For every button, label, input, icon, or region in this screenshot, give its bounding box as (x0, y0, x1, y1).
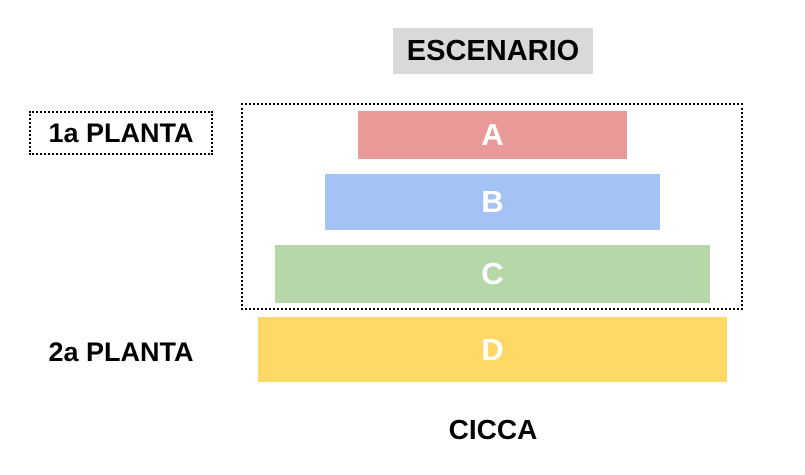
scenario-group-box: A B C (241, 103, 743, 310)
bar-a: A (358, 111, 627, 159)
bar-d: D (258, 317, 727, 382)
bar-b: B (325, 174, 660, 230)
bar-c: C (275, 245, 710, 303)
footer-cicca: CICCA (448, 414, 538, 445)
title-escenario: ESCENARIO (393, 28, 593, 74)
label-2a-planta: 2a PLANTA (48, 336, 194, 367)
label-1a-planta: 1a PLANTA (29, 111, 213, 155)
